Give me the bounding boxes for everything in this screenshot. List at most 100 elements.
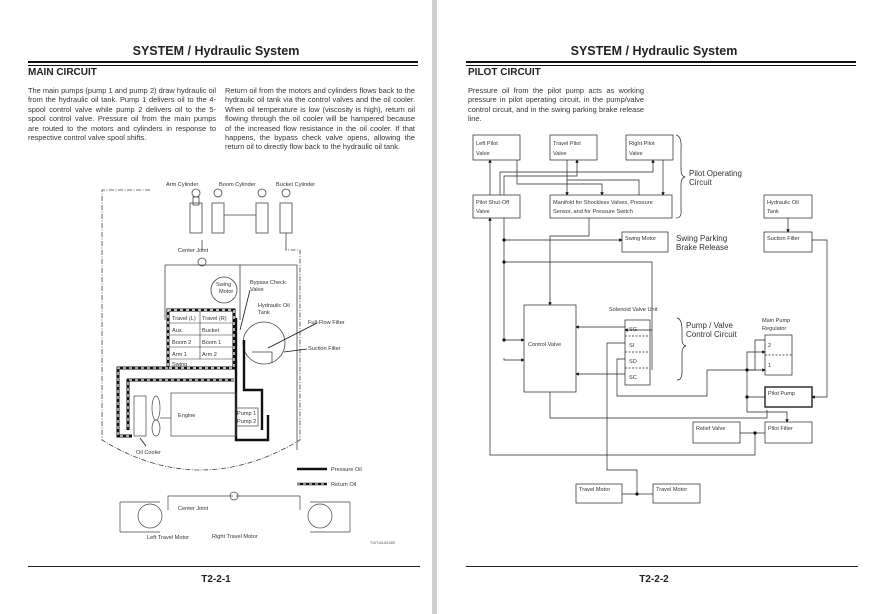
box-relief-valve <box>692 421 741 444</box>
label-main-pump-regulator-2: Regulator <box>762 326 786 332</box>
label-left-pilot-valve: Left Pilot <box>476 141 498 147</box>
label-pump1: Pump 1 <box>237 411 256 417</box>
label-bypass-check-valve: Bypass Check <box>250 280 286 286</box>
label-pilot-shutoff-valve: Pilot Shut-Off <box>476 200 510 206</box>
spool-label: Travel (L) <box>172 316 196 322</box>
box-control-valve <box>523 304 577 393</box>
label-hydraulic-oil-tank: Hydraulic Oil <box>767 200 799 206</box>
label-right-pilot-valve-2: Valve <box>629 151 643 157</box>
label-hydraulic-oil-tank-2: Tank <box>767 209 779 215</box>
label-solenoid-valve-unit: Solenoid Valve Unit <box>609 307 658 313</box>
spool-label: Boom 2 <box>172 340 191 346</box>
label-bucket-cylinder: Bucket Cylinder <box>276 182 315 188</box>
box-left-pilot-valve <box>472 134 521 161</box>
label-right-travel-motor: Right Travel Motor <box>212 534 258 540</box>
page-left: SYSTEM / Hydraulic System MAIN CIRCUIT T… <box>0 0 432 614</box>
brace <box>676 317 687 381</box>
label-center-joint: Center Joint <box>178 248 209 254</box>
box-travel-pilot-valve <box>549 134 598 161</box>
hydraulic-tank-icon <box>242 321 286 365</box>
spool-label: Swing <box>172 362 187 368</box>
page-number: T2-2-2 <box>639 574 669 585</box>
label-right-pilot-valve: Right Pilot <box>629 141 655 147</box>
label-oil-cooler: Oil Cooler <box>136 450 161 456</box>
box-pilot-pump <box>764 386 813 408</box>
brace <box>675 134 686 219</box>
center-joint-icon <box>197 257 207 267</box>
header-rule <box>28 61 418 66</box>
label-travel-pilot-valve-2: Valve <box>553 151 567 157</box>
regulator-port-label: 2 <box>768 343 771 349</box>
label-bypass-check-valve-2: Valve <box>250 287 264 293</box>
box-swing-motor <box>621 231 669 253</box>
label-travel-motor: Travel Motor <box>656 487 687 493</box>
spool-label: Boom 1 <box>202 340 221 346</box>
label-pilot-pump: Pilot Pump <box>768 391 795 397</box>
label-pilot-filter: Pilot Filter <box>768 426 793 432</box>
header-rule <box>466 61 856 66</box>
label-engine: Engine <box>178 413 195 419</box>
label-manifold-2: Sensor, and for Pressure Switch <box>553 209 633 215</box>
paragraph: The main pumps (pump 1 and pump 2) draw … <box>28 86 216 143</box>
label-pump-valve-control-2: Control Circuit <box>686 330 737 339</box>
label-boom-cylinder: Boom Cylinder <box>219 182 256 188</box>
label-swing-motor-2: Motor <box>219 289 233 295</box>
label-travel-pilot-valve: Travel Pilot <box>553 141 581 147</box>
main-circuit-diagram: Arm Cylinder Boom Cylinder Bucket Cylind… <box>101 182 395 545</box>
section-heading: PILOT CIRCUIT <box>468 67 541 78</box>
solenoid-label: SD <box>629 359 637 365</box>
box-solenoid-valve-unit <box>624 319 651 386</box>
label-pump2: Pump 2 <box>237 419 256 425</box>
box-suction-filter <box>763 231 813 253</box>
label-pilot-operating-circuit-2: Circuit <box>689 178 712 187</box>
pilot-circuit-diagram: Left Pilot Valve Travel Pilot Valve Righ… <box>472 134 828 504</box>
oil-cooler-icon <box>133 395 147 437</box>
spool-label: Bucket <box>202 328 220 334</box>
label-travel-motor: Travel Motor <box>579 487 610 493</box>
cylinders <box>189 188 293 250</box>
paragraph: Return oil from the motors and cylinders… <box>225 86 415 152</box>
label-arm-cylinder: Arm Cylinder <box>166 182 198 188</box>
spool-label: Arm 2 <box>202 352 217 358</box>
legend-return-label: Return Oil <box>331 482 356 488</box>
paragraph: Pressure oil from the pilot pump acts as… <box>468 86 644 124</box>
solenoid-label: SG <box>629 327 637 333</box>
legend-pressure-label: Pressure Oil <box>331 467 362 473</box>
spool-label: Arm 1 <box>172 352 187 358</box>
section-heading: MAIN CIRCUIT <box>28 67 97 78</box>
box-travel-motor-right <box>652 483 701 504</box>
label-swing-parking-brake: Swing Parking <box>676 234 727 243</box>
footer-rule <box>466 566 858 567</box>
label-control-valve: Control Valve <box>528 342 561 348</box>
swing-motor-icon <box>210 276 238 304</box>
spool-label: Aux. <box>172 328 184 334</box>
page-right: SYSTEM / Hydraulic System PILOT CIRCUIT … <box>437 0 871 614</box>
regulator-port-label: 1 <box>768 363 771 369</box>
label-center-joint-bottom: Center Joint <box>178 506 209 512</box>
page-title: SYSTEM / Hydraulic System <box>570 44 738 58</box>
label-left-pilot-valve-2: Valve <box>476 151 490 157</box>
label-hydraulic-oil-tank: Hydraulic Oil <box>258 303 290 309</box>
label-swing-parking-brake-2: Brake Release <box>676 243 729 252</box>
box-manifold <box>549 194 673 219</box>
label-swing-motor: Swing <box>216 282 231 288</box>
solenoid-label: SC <box>629 375 637 381</box>
label-manifold: Manifold for Shockless Valves, Pressure <box>553 200 653 206</box>
label-main-pump-regulator: Main Pump <box>762 318 790 324</box>
figure-id: T1V7-04-03-003 <box>370 541 395 545</box>
label-swing-motor: Swing Motor <box>625 236 656 242</box>
label-hydraulic-oil-tank-2: Tank <box>258 310 270 316</box>
footer-rule <box>28 566 420 567</box>
box-pilot-shutoff-valve <box>472 194 521 219</box>
label-suction-filter: Suction Filter <box>308 346 341 352</box>
label-pump-valve-control: Pump / Valve <box>686 321 734 330</box>
label-left-travel-motor: Left Travel Motor <box>147 535 189 541</box>
page-title: SYSTEM / Hydraulic System <box>132 44 300 58</box>
page-number: T2-2-1 <box>201 574 231 585</box>
solenoid-label: SI <box>629 343 635 349</box>
label-pilot-operating-circuit: Pilot Operating <box>689 169 742 178</box>
label-full-flow-filter: Full-Flow Filter <box>308 320 345 326</box>
label-suction-filter: Suction Filter <box>767 236 800 242</box>
label-pilot-shutoff-valve-2: Valve <box>476 209 490 215</box>
box-travel-motor-left <box>575 483 623 504</box>
